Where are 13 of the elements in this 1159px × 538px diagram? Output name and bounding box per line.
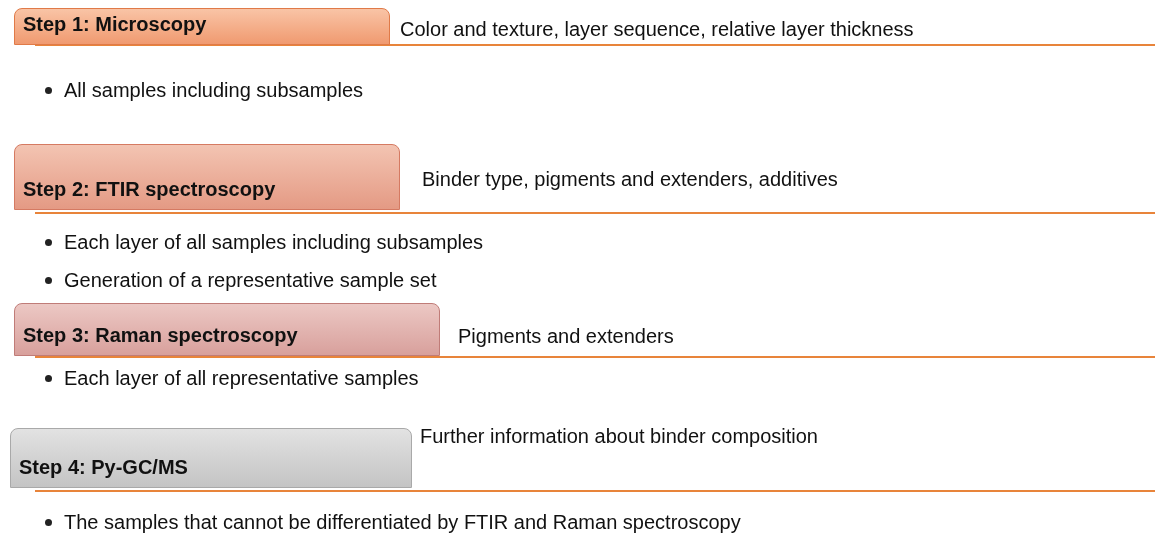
step-tab: Step 2: FTIR spectroscopy <box>14 144 400 210</box>
step-description: Pigments and extenders <box>458 324 674 349</box>
bullet-item: Each layer of all samples including subsamples <box>64 230 484 254</box>
step-description: Further information about binder composition <box>420 424 818 449</box>
step-tab: Step 4: Py-GC/MS <box>10 428 412 488</box>
step-tab: Step 1: Microscopy <box>14 8 390 45</box>
bullet-item: Generation of a representative sample set <box>64 268 437 292</box>
bullet-item: All samples including subsamples <box>64 78 364 102</box>
bullet-item: The samples that cannot be differentiated by FTIR and Raman spectroscopy <box>64 510 741 534</box>
bullet-item: Each layer of all representative samples <box>64 366 419 390</box>
step-description: Color and texture, layer sequence, relative layer thickness <box>400 17 914 42</box>
step-description: Binder type, pigments and extenders, additives <box>422 167 838 192</box>
step-tab: Step 3: Raman spectroscopy <box>14 303 440 356</box>
